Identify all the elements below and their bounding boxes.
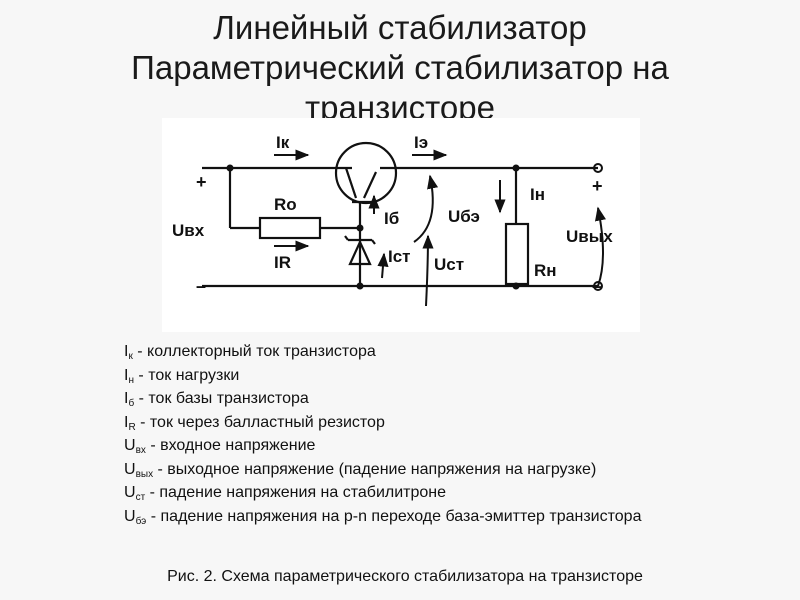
legend-item: Uвх - входное напряжение <box>124 437 316 456</box>
title-line-3: транзисторе <box>305 89 495 118</box>
label-uvyx: Uвых <box>566 227 613 246</box>
title-line-1: Линейный стабилизатор <box>213 9 587 46</box>
slide-title: Линейный стабилизатор Параметрический ст… <box>60 8 740 118</box>
label-ir: IR <box>274 253 291 272</box>
legend-item: Uст - падение напряжения на стабилитроне <box>124 484 447 503</box>
title-line-2: Параметрический стабилизатор на <box>131 49 669 86</box>
label-rn: Rн <box>534 261 557 280</box>
resistor-ro <box>258 216 322 240</box>
plus-in-label: + <box>196 172 207 192</box>
circuit-schematic: + – + – Iк Iэ Iб Uбэ Uст Iст Iн Rн Ro IR… <box>162 118 640 332</box>
label-ro: Ro <box>274 195 297 214</box>
label-in: Iн <box>530 185 545 204</box>
zener-diode <box>344 235 376 266</box>
minus-in-label: – <box>196 276 206 296</box>
plus-out-label: + <box>592 176 603 196</box>
legend-item: Uвых - выходное напряжение (падение напр… <box>124 460 597 480</box>
label-ube: Uбэ <box>448 207 480 226</box>
legend-item: Uбэ - падение напряжения на p-n переходе… <box>124 507 642 527</box>
label-ust: Uст <box>434 255 464 274</box>
label-ib: Iб <box>384 209 399 228</box>
label-ik: Iк <box>276 133 290 152</box>
legend-item: IR - ток через балластный резистор <box>124 413 385 433</box>
legend-item: Iк - коллекторный ток транзистора <box>124 343 376 362</box>
figure-caption: Рис. 2. Схема параметрического стабилиза… <box>167 568 643 585</box>
legend-item: Iн - ток нагрузки <box>124 366 240 386</box>
label-ie: Iэ <box>414 133 428 152</box>
label-uvx: Uвх <box>172 221 205 240</box>
label-ist: Iст <box>388 247 411 266</box>
minus-out-label: – <box>592 276 602 296</box>
legend-list: Iк - коллекторный ток транзистора Iн - т… <box>124 340 644 528</box>
legend-item: Iб - ток базы транзистора <box>124 390 309 409</box>
resistor-rn <box>504 222 530 286</box>
